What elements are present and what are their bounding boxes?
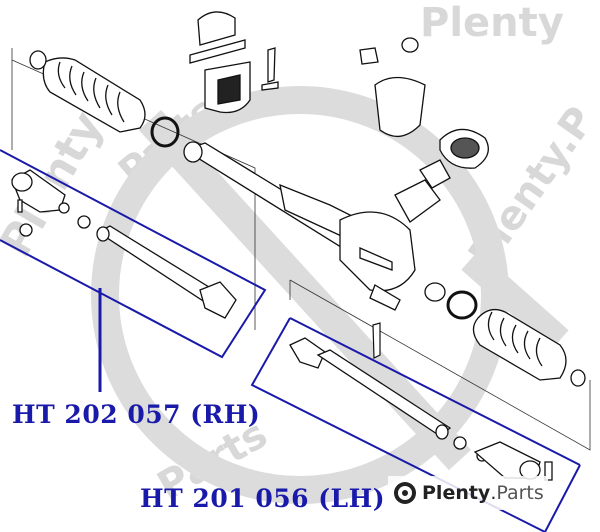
brand-dot: . — [490, 482, 497, 504]
brand-suffix: Parts — [496, 482, 544, 504]
gear-icon — [394, 482, 416, 504]
part-number-lh: HT 201 056 (LH) — [140, 484, 386, 513]
tie-rod-rh — [11, 169, 237, 319]
clamp-ring — [446, 290, 478, 320]
brand-name: Plenty — [422, 482, 491, 504]
boot-right — [472, 308, 586, 387]
highlight-box-lh — [250, 317, 581, 532]
tie-rod-lh — [289, 337, 553, 481]
rack-housing — [183, 141, 451, 311]
clamp-ring — [150, 116, 180, 148]
mount-bracket — [189, 11, 279, 114]
part-number-rh: HT 202 057 (RH) — [12, 400, 261, 429]
watermark-text: Plenty — [420, 0, 564, 46]
bolt — [372, 322, 381, 359]
watermark-logo — [91, 86, 569, 504]
highlight-box-rh — [0, 149, 267, 359]
upper-right-parts — [359, 37, 489, 169]
brand-watermark: Plenty . Parts — [388, 476, 548, 510]
boot-left — [29, 50, 146, 133]
